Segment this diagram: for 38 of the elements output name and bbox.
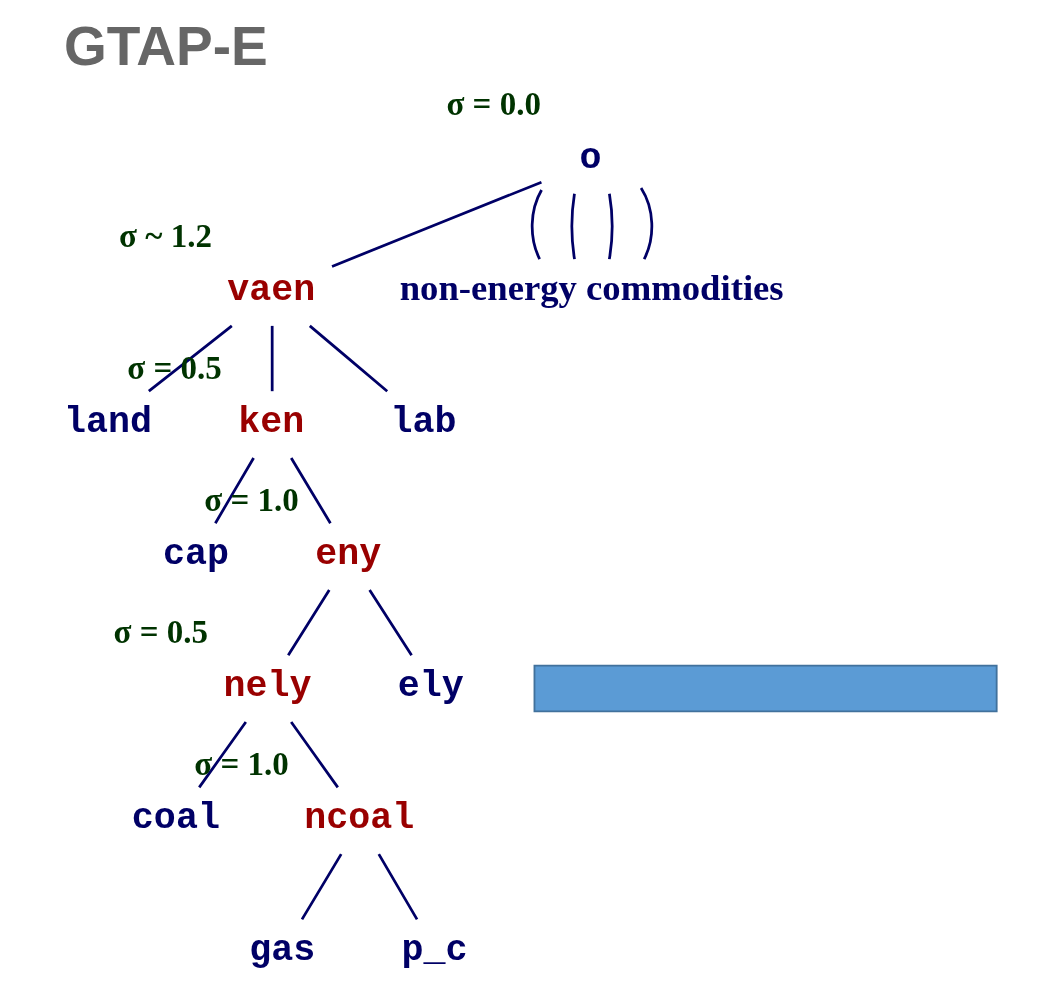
node-text: cap (162, 532, 229, 575)
node-text: p_c (400, 928, 468, 971)
connector (377, 853, 418, 921)
node-text: o (578, 136, 601, 179)
connector (331, 180, 542, 268)
connector (270, 325, 274, 392)
node-text: vaen (226, 268, 315, 311)
node-label: σ = 0.5 (126, 350, 222, 387)
connector (607, 193, 613, 260)
node-label: σ = 1.0 (203, 482, 299, 519)
node-text: ely (397, 664, 464, 707)
node-text: gas (248, 928, 315, 971)
node-label: σ = 0.5 (113, 614, 208, 651)
connector (570, 193, 576, 260)
connector (300, 853, 342, 921)
connector (289, 721, 339, 789)
node-text: ken (237, 400, 304, 443)
node-label: σ ~ 1.2 (118, 218, 212, 255)
node-text: land (63, 400, 152, 443)
connector (289, 457, 332, 524)
node-text: coal (131, 796, 220, 839)
connector (308, 324, 388, 393)
connector (286, 589, 330, 657)
node-text: lab (389, 400, 457, 443)
node-text: non-energy commodities (399, 266, 784, 308)
connector (213, 457, 255, 524)
node-bar (533, 664, 998, 713)
diagram-title: GTAP-E (63, 14, 268, 77)
node-text: ncoal (303, 796, 414, 839)
node-text: eny (314, 532, 381, 575)
connector (197, 721, 247, 789)
node-text: nely (223, 664, 312, 707)
node-label: σ = 1.0 (193, 746, 289, 783)
connector (639, 187, 653, 260)
connector (147, 324, 233, 393)
connector (367, 589, 413, 657)
node-label: σ = 0.0 (445, 86, 541, 123)
connector (530, 189, 543, 260)
